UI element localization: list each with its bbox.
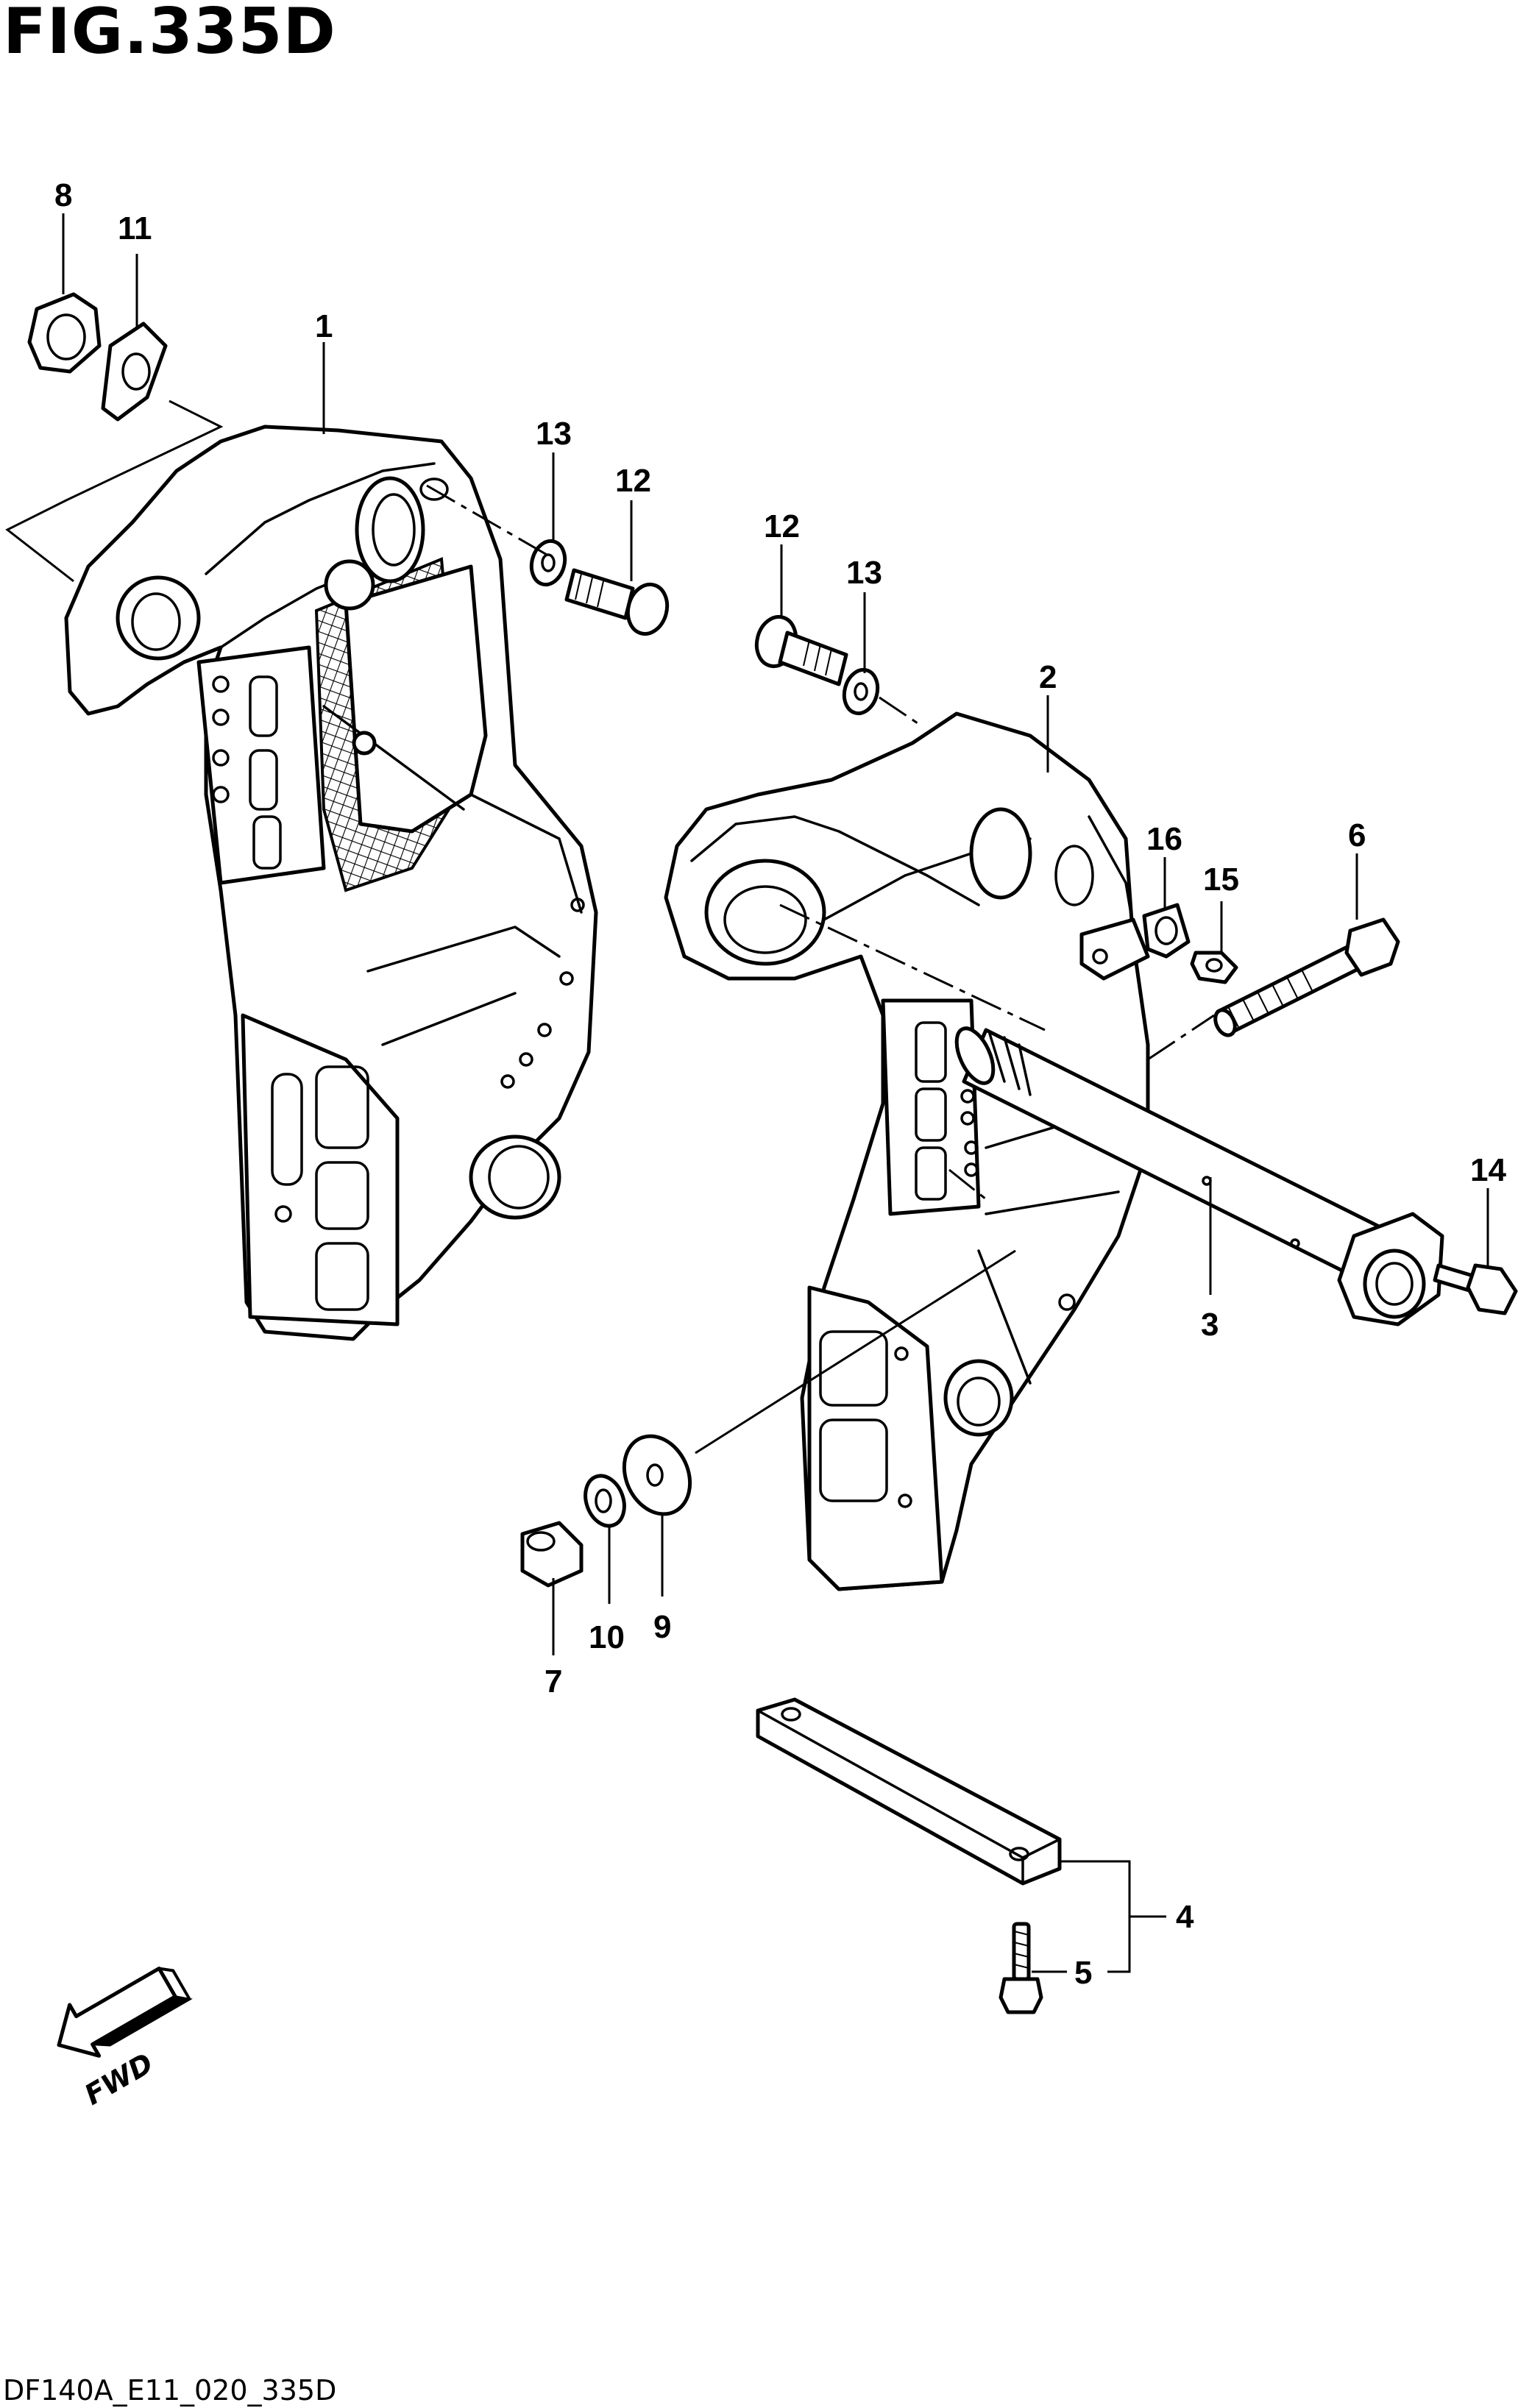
callout-13-left: 13 (536, 416, 572, 452)
clamp-bracket-left (64, 425, 598, 1341)
assembly-lines (5, 399, 1215, 1455)
callout-9: 9 (653, 1609, 671, 1645)
leader-lines (62, 213, 1489, 1973)
callout-13-right: 13 (846, 555, 882, 591)
nut-7 (520, 1521, 584, 1588)
callout-12-left: 12 (615, 463, 651, 499)
callout-2: 2 (1039, 659, 1057, 695)
washer-9 (622, 1434, 692, 1516)
anode-plate (756, 1697, 1062, 1886)
washer-13-left (529, 539, 567, 587)
clamp-bracket-right (664, 711, 1150, 1591)
bolt-14 (1433, 1263, 1518, 1315)
callout-11: 11 (118, 210, 152, 246)
washer-10 (584, 1474, 626, 1528)
callout-16: 16 (1146, 821, 1182, 857)
callout-12-right: 12 (764, 508, 800, 544)
clip-16 (1142, 903, 1191, 959)
callout-5: 5 (1074, 1955, 1092, 1991)
screw-15 (1190, 951, 1238, 984)
nut-8 (27, 292, 102, 374)
tilt-tube (954, 1026, 1444, 1326)
washer-13-right (842, 667, 880, 716)
figure-title: FIG.335D (3, 0, 336, 68)
drawing-code: DF140A_E11_020_335D (3, 2374, 336, 2407)
callout-14: 14 (1470, 1152, 1506, 1188)
callout-4: 4 (1176, 1899, 1194, 1935)
fwd-arrow-icon (57, 1967, 193, 2058)
callout-7: 7 (545, 1663, 562, 1700)
callout-1: 1 (315, 308, 333, 344)
bolt-12-left (564, 568, 670, 636)
callout-3: 3 (1201, 1307, 1219, 1343)
plate-11 (101, 322, 168, 422)
fwd-label: FWD (79, 2047, 159, 2112)
callout-6: 6 (1348, 817, 1366, 853)
callout-10: 10 (589, 1619, 625, 1655)
callout-8: 8 (54, 177, 72, 213)
anode-bolt (999, 1922, 1043, 2014)
callout-15: 15 (1203, 862, 1239, 898)
tilt-bolt (1213, 917, 1400, 1037)
bolt-12-right (754, 614, 848, 686)
callout-labels: 1 2 3 4 5 6 7 8 9 10 11 12 12 13 13 14 1… (54, 177, 1506, 1991)
